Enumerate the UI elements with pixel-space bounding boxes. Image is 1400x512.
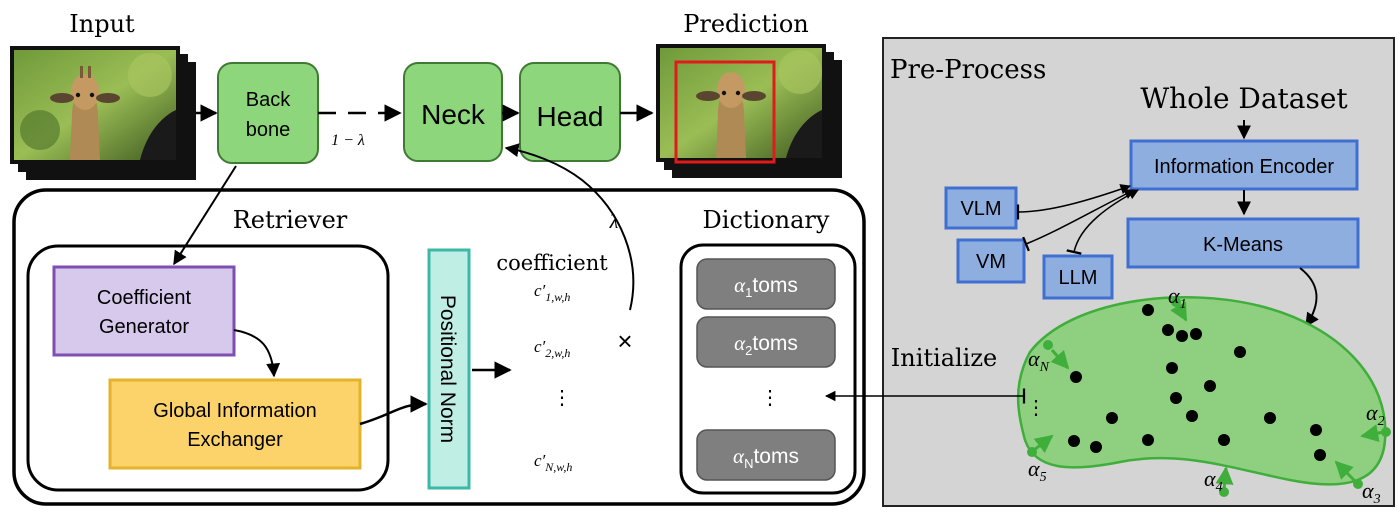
retriever-frame [26, 244, 390, 492]
retriever-label: Retriever [233, 206, 348, 234]
info-encoder-label: Information Encoder [1154, 156, 1334, 178]
kmeans-box [1126, 217, 1360, 269]
positional-norm-box [427, 248, 471, 490]
cluster-centroids [1027, 297, 1391, 497]
cluster-points [1068, 304, 1326, 461]
gie-line-2: Exchanger [187, 429, 283, 451]
cluster-label-5: α5 [1028, 456, 1047, 485]
gie-line-1: Global Information [153, 400, 316, 422]
coefficient-generator-box [52, 265, 236, 357]
atom-n-box [696, 429, 836, 481]
coefficient-1: c′1,w,h [534, 281, 570, 304]
bounding-box [674, 60, 776, 164]
atom-1-box [696, 258, 836, 310]
input-label: Input [69, 10, 135, 38]
vm-label: VM [976, 251, 1006, 273]
backbone-line-1: Back [246, 89, 291, 111]
positional-norm-label: Positional Norm [436, 295, 459, 443]
outer-frame [12, 188, 866, 506]
cluster-label-n: αN [1028, 346, 1050, 375]
one-minus-lambda: 1 − λ [331, 132, 365, 149]
input-image-stack [10, 46, 196, 180]
backbone-line-2: bone [246, 119, 291, 141]
info-encoder-box [1129, 139, 1359, 191]
vlm-label: VLM [960, 198, 1001, 220]
vlm-box [944, 186, 1018, 230]
neck-label: Neck [421, 99, 486, 130]
atom-1-label: α1toms [734, 273, 798, 300]
link-llm-encoder [1066, 189, 1139, 255]
arrow-gie-to-posnorm [359, 395, 428, 426]
cluster-label-3: α3 [1362, 478, 1381, 507]
cluster-label-4: α4 [1204, 466, 1223, 495]
cluster-label-1: α1 [1168, 283, 1187, 312]
coeff-gen-line-1: Coefficient [97, 287, 192, 309]
preprocess-label: Pre-Process [890, 55, 1046, 85]
atom-n-label: αNtoms [733, 444, 799, 471]
coeff-gen-line-2: Generator [99, 316, 189, 338]
dictionary-label: Dictionary [703, 206, 830, 234]
whole-dataset-label: Whole Dataset [1140, 82, 1348, 115]
coefficient-2: c′2,w,h [534, 337, 570, 360]
vm-box [956, 238, 1026, 284]
head-label: Head [537, 101, 604, 132]
arrow-lambda-to-neck [504, 143, 635, 311]
dictionary-vdots: ⋮ [760, 385, 780, 409]
coefficient-n: c′N,w,h [534, 451, 572, 474]
coefficient-label: coefficient [496, 251, 608, 275]
arrow-backbone-to-coeff [173, 165, 237, 266]
prediction-label: Prediction [683, 10, 809, 38]
lambda-label: λ [609, 211, 619, 233]
kmeans-label: K-Means [1203, 234, 1283, 256]
llm-label: LLM [1059, 267, 1098, 289]
arrow-coeff-to-gie [233, 329, 281, 378]
coefficient-vdots: ⋮ [552, 385, 572, 409]
dictionary-frame [679, 243, 857, 495]
backbone-box [217, 62, 319, 164]
gie-box [108, 378, 362, 470]
arrow-kmeans-to-clusters [1299, 267, 1319, 328]
multiply-sign: × [617, 326, 632, 356]
atom-2-box [696, 316, 836, 368]
cluster-vdots: ⋮ [1026, 395, 1046, 419]
prediction-image-stack [656, 44, 842, 178]
initialize-label: Initialize [891, 344, 997, 372]
atom-2-label: α2toms [734, 331, 798, 358]
cluster-label-2: α2 [1366, 400, 1385, 429]
llm-box [1042, 254, 1114, 300]
